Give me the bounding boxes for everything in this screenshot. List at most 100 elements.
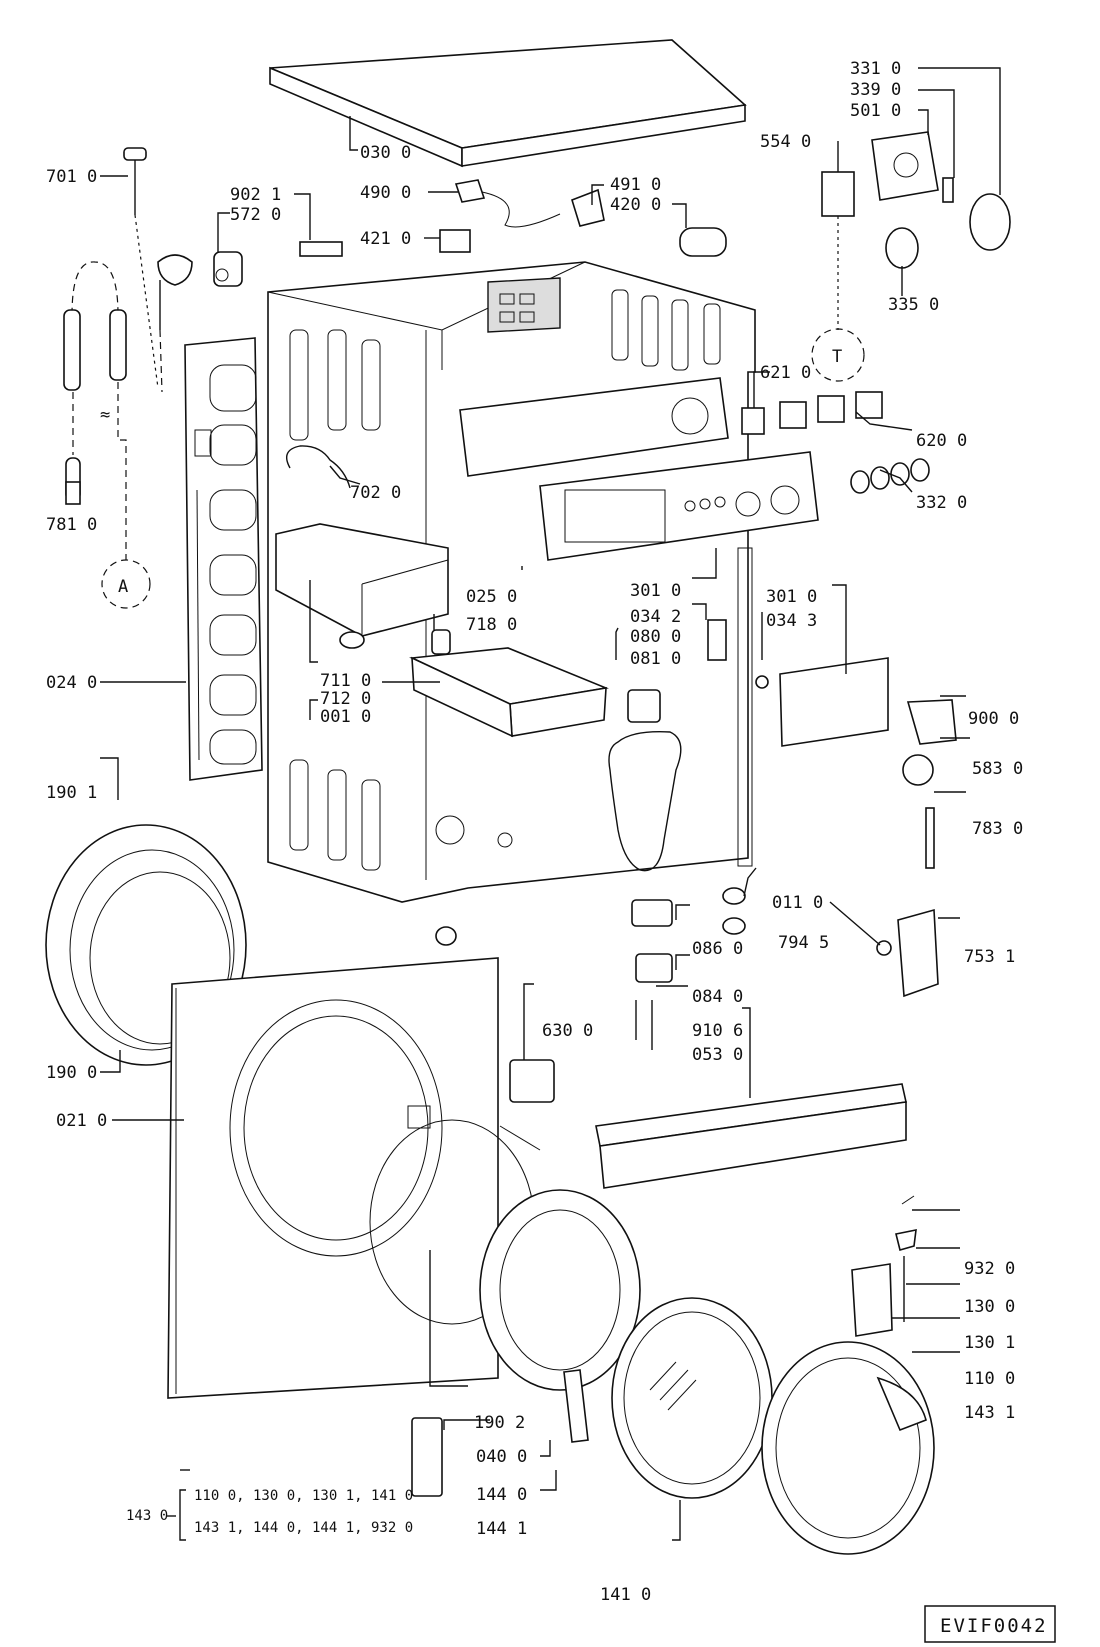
label-130-1: 130 1	[964, 1333, 1015, 1353]
label-501-0: 501 0	[850, 101, 901, 121]
label-143-1: 143 1	[964, 1403, 1015, 1423]
label-331-0: 331 0	[850, 59, 901, 79]
label-081-0: 081 0	[630, 649, 681, 669]
label-711-0: 711 0	[320, 671, 371, 691]
part-084	[635, 953, 673, 983]
door-lock-630-part	[509, 1059, 555, 1103]
label-141-0: 141 0	[600, 1585, 651, 1605]
part-783	[925, 807, 935, 869]
part-081	[627, 689, 661, 723]
part-034-3	[755, 675, 769, 689]
buttons-332-part	[850, 458, 930, 494]
label-630-0: 630 0	[542, 1021, 593, 1041]
label-490-0: 490 0	[360, 183, 411, 203]
hinge-034-part	[707, 619, 727, 661]
label-053-0: 053 0	[692, 1045, 743, 1065]
part-900	[906, 699, 957, 745]
label-718-0: 718 0	[466, 615, 517, 635]
kit-note-line1: 110 0, 130 0, 130 1, 141 0	[194, 1488, 413, 1504]
label-902-1: 902 1	[230, 185, 281, 205]
label-001-0: 001 0	[320, 707, 371, 727]
top-lid-part	[269, 39, 747, 168]
a-marker-circle	[101, 559, 151, 609]
pressure-switch-part	[902, 754, 934, 786]
label-339-0: 339 0	[850, 80, 901, 100]
label-190-2: 190 2	[474, 1413, 525, 1433]
filter-421-part	[439, 229, 471, 253]
gasket-080-part	[608, 731, 682, 872]
screws-910-part	[635, 1000, 653, 1050]
part-794	[876, 940, 892, 956]
svg-text:≈: ≈	[100, 405, 110, 425]
label-024-0: 024 0	[46, 673, 97, 693]
label-025-0: 025 0	[466, 587, 517, 607]
label-554-0: 554 0	[760, 132, 811, 152]
label-080-0: 080 0	[630, 627, 681, 647]
label-190-1: 190 1	[46, 783, 97, 803]
label-034-2: 034 2	[630, 607, 681, 627]
power-cord-part	[454, 179, 561, 228]
label-702-0: 702 0	[350, 483, 401, 503]
label-621-0: 621 0	[760, 363, 811, 383]
kit-note-code: 143 0	[126, 1508, 168, 1524]
label-301-0-a: 301 0	[630, 581, 681, 601]
label-332-0: 332 0	[916, 493, 967, 513]
heater-753-part	[897, 908, 939, 998]
switches-620-part	[741, 391, 883, 435]
label-420-0: 420 0	[610, 195, 661, 215]
label-620-0: 620 0	[916, 431, 967, 451]
part-086	[631, 899, 673, 927]
door-outer-ring-part	[761, 1341, 935, 1555]
label-144-1: 144 1	[476, 1519, 527, 1539]
label-932-0: 932 0	[964, 1259, 1015, 1279]
door-glass-part	[611, 1297, 773, 1499]
label-011-0: 011 0	[772, 893, 823, 913]
knob-339-part	[969, 193, 1011, 251]
label-034-3: 034 3	[766, 611, 817, 631]
connector-902-part	[299, 241, 343, 257]
label-030-0: 030 0	[360, 143, 411, 163]
label-021-0: 021 0	[56, 1111, 107, 1131]
label-a-marker: A	[118, 577, 128, 597]
label-110-0: 110 0	[964, 1369, 1015, 1389]
diagram-code-box: EVIF0042	[924, 1605, 1056, 1643]
label-572-0: 572 0	[230, 205, 281, 225]
label-701-0: 701 0	[46, 167, 97, 187]
timer-part	[871, 131, 954, 203]
label-794-5: 794 5	[778, 933, 829, 953]
inlet-hoses-part: ≈	[63, 261, 127, 560]
door-handle-part	[851, 1195, 917, 1337]
label-712-0: 712 0	[320, 689, 371, 709]
front-panel-301-part	[779, 657, 889, 747]
inlet-valve-part	[157, 251, 243, 393]
label-144-0: 144 0	[476, 1485, 527, 1505]
kit-note-line2: 143 1, 144 0, 144 1, 932 0	[194, 1520, 413, 1536]
label-130-0: 130 0	[964, 1297, 1015, 1317]
label-491-0: 491 0	[610, 175, 661, 195]
side-panel-part	[184, 337, 263, 781]
knob-335-part	[885, 227, 919, 269]
label-583-0: 583 0	[972, 759, 1023, 779]
diagram-code: EVIF0042	[940, 1615, 1048, 1637]
front-panel-021-part	[167, 957, 499, 1399]
label-900-0: 900 0	[968, 709, 1019, 729]
door-inner-frame-part	[479, 1189, 641, 1391]
label-086-0: 086 0	[692, 939, 743, 959]
part-718	[431, 629, 451, 655]
label-t-marker: T	[832, 347, 842, 367]
label-781-0: 781 0	[46, 515, 97, 535]
label-753-1: 753 1	[964, 947, 1015, 967]
feet-011-part	[435, 887, 746, 946]
part-144	[563, 1369, 589, 1443]
kick-plate-part	[595, 1083, 907, 1189]
drawer-part	[409, 647, 609, 738]
label-783-0: 783 0	[972, 819, 1023, 839]
control-panel-part	[459, 377, 819, 561]
label-910-6: 910 6	[692, 1021, 743, 1041]
cord-clamp-part	[571, 188, 605, 227]
label-190-0: 190 0	[46, 1063, 97, 1083]
part-labels: 701 0 781 0 A 024 0 030 0 490 0 902 1 57…	[46, 59, 1023, 1605]
door-hinge-040-part	[411, 1417, 443, 1497]
dispenser-part	[275, 523, 449, 649]
